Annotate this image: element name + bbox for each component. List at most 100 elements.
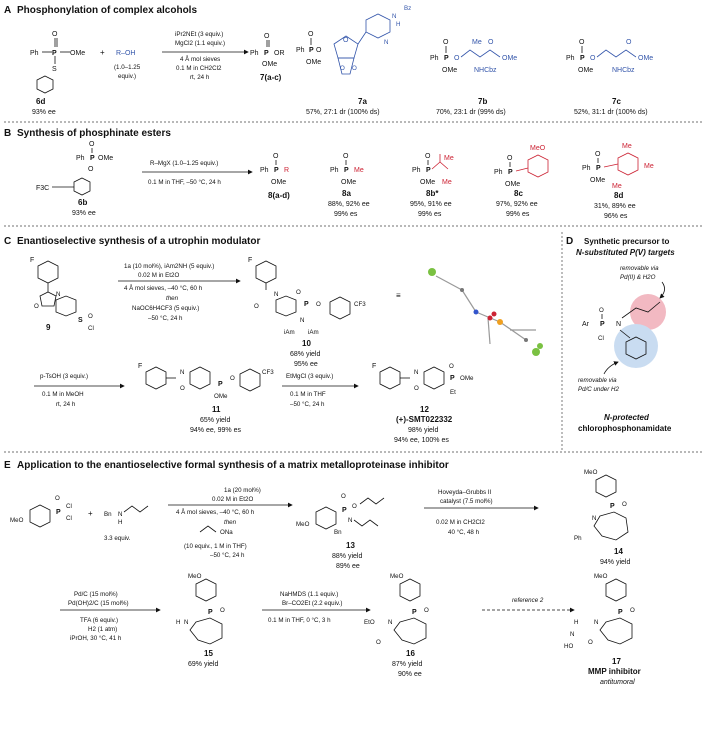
section-a-letter: A (4, 5, 11, 16)
svg-text:Ph: Ph (582, 165, 591, 172)
highlight-benzyl (614, 324, 658, 368)
svg-text:MeO: MeO (584, 469, 598, 476)
rcm-cond-2: catalyst (7.5 mol%) (440, 498, 493, 505)
compound-10: F N O P O O CF3 N iAm iAm (248, 257, 366, 336)
svg-text:MeO: MeO (390, 573, 404, 580)
plus-sign-e: + (88, 509, 93, 518)
d-name-2: chlorophosphonamidate (578, 424, 672, 433)
crystal-structure-image (428, 268, 543, 356)
svg-text:CF3: CF3 (354, 301, 366, 308)
svg-text:O: O (180, 385, 185, 392)
svg-text:OMe: OMe (590, 177, 605, 184)
svg-text:H: H (176, 619, 180, 626)
ee-13: 89% ee (336, 563, 360, 570)
svg-text:Me: Me (472, 39, 482, 46)
svg-text:N: N (616, 321, 621, 328)
svg-text:P: P (90, 155, 95, 162)
svg-text:P: P (56, 509, 61, 516)
rcm-cond-1: Hoveyda–Grubbs II (438, 489, 492, 496)
svg-text:N: N (388, 619, 392, 626)
svg-text:CF3: CF3 (262, 369, 274, 376)
svg-text:iAm: iAm (308, 329, 319, 336)
h-cond-2: Pd(OH)2/C (15 mol%) (68, 600, 129, 607)
svg-text:F: F (30, 257, 34, 264)
svg-text:F3C: F3C (36, 185, 49, 192)
label-7abc: 7(a-c) (260, 73, 282, 82)
svg-text:R: R (284, 167, 289, 174)
result-8c-1: 97%, 92% ee (496, 201, 538, 208)
label-12: 12 (420, 405, 429, 414)
svg-text:O: O (622, 501, 627, 508)
compound-8d: Ph P O OMe Me Me Me (582, 143, 654, 190)
svg-text:Ph: Ph (76, 155, 85, 162)
e-cond-4: then (224, 519, 237, 526)
svg-text:O: O (595, 151, 601, 158)
svg-text:MeO: MeO (530, 145, 546, 152)
svg-text:S: S (78, 317, 83, 324)
svg-text:Cl: Cl (66, 515, 72, 522)
compound-12: F N O P O OMe Et (372, 363, 474, 396)
c-cond-4: then (166, 295, 179, 302)
svg-text:O: O (425, 153, 431, 160)
svg-text:O: O (352, 503, 357, 510)
svg-text:O: O (626, 39, 632, 46)
label-8a: 8a (342, 189, 351, 198)
svg-text:OMe: OMe (214, 393, 228, 400)
ref-label: reference 2 (512, 597, 544, 604)
svg-text:OMe: OMe (341, 179, 356, 186)
label-8abcd: 8(a-d) (268, 191, 290, 200)
c-cond-5: NaOC6H4CF3 (5 equiv.) (132, 305, 199, 312)
ee-11: 94% ee, 99% es (190, 427, 241, 434)
d-note-2a: removable via (578, 377, 617, 384)
alk-cond-2: Br–CO2Et (2.2 equiv.) (282, 600, 342, 607)
svg-text:EtO: EtO (364, 619, 375, 626)
compound-15: MeO P O H N (176, 573, 225, 645)
svg-text:Ph: Ph (330, 167, 339, 174)
compound-8b: Ph P O Me Me OMe (412, 153, 454, 186)
e-cond-5: ONa (220, 529, 233, 536)
svg-text:OMe: OMe (442, 67, 457, 74)
c3-cond-3: –50 °C, 24 h (290, 401, 325, 408)
compound-13: MeO P O O N Bn (296, 493, 385, 536)
ee-12: 94% ee, 100% es (394, 437, 449, 444)
svg-text:MeO: MeO (10, 517, 24, 524)
result-8b-2: 99% es (418, 211, 442, 218)
a-cond-4: 0.1 M in CH2Cl2 (176, 65, 222, 72)
c-cond-6: –50 °C, 24 h (148, 315, 183, 322)
svg-text:N: N (180, 369, 184, 376)
c-cond-2: 0.02 M in Et2O (138, 272, 179, 279)
svg-text:O: O (55, 495, 60, 502)
alcohol-roh: R–OH (116, 50, 135, 57)
chlorophosphonamidate-structure: Ar P O Cl N (582, 301, 661, 360)
section-d-title-1: Synthetic precursor to (584, 237, 669, 246)
svg-text:Cl: Cl (66, 503, 72, 510)
svg-text:OR: OR (274, 50, 285, 57)
h-cond-5: iPrOH, 30 °C, 41 h (70, 635, 122, 642)
svg-text:O: O (89, 141, 95, 148)
section-c-letter: C (4, 236, 11, 247)
compound-11: F N O P O CF3 OMe (138, 363, 274, 400)
label-16: 16 (406, 649, 415, 658)
svg-text:O: O (507, 155, 513, 162)
compound-8c: Ph P O OMe MeO (494, 145, 549, 188)
equiv-symbol: ≡ (396, 291, 401, 300)
svg-text:S: S (52, 66, 57, 73)
ee-6b: 93% ee (72, 210, 96, 217)
result-8c-2: 99% es (506, 211, 530, 218)
svg-text:Cl: Cl (598, 335, 604, 342)
section-e-title: Application to the enantioselective form… (17, 460, 449, 471)
svg-text:P: P (274, 167, 279, 174)
e-cond-2: 0.02 M in Et2O (212, 496, 253, 503)
h-cond-1: Pd/C (15 mol%) (74, 591, 118, 598)
label-8b: 8b* (426, 189, 439, 198)
alcohol-equiv-1: (1.0–1.25 (114, 64, 141, 71)
ee-6d: 93% ee (32, 109, 56, 116)
svg-text:P: P (618, 609, 623, 616)
svg-text:N: N (274, 291, 278, 298)
svg-text:Ph: Ph (494, 169, 503, 176)
compound-7a: Ph P O O OMe O N H Bz N O O (296, 5, 411, 75)
c-cond-3: 4 Å mol sieves, –40 °C, 60 h (124, 285, 203, 292)
svg-text:O: O (424, 607, 429, 614)
c2-cond-3: rt, 24 h (56, 401, 76, 408)
svg-text:Et: Et (450, 389, 456, 396)
